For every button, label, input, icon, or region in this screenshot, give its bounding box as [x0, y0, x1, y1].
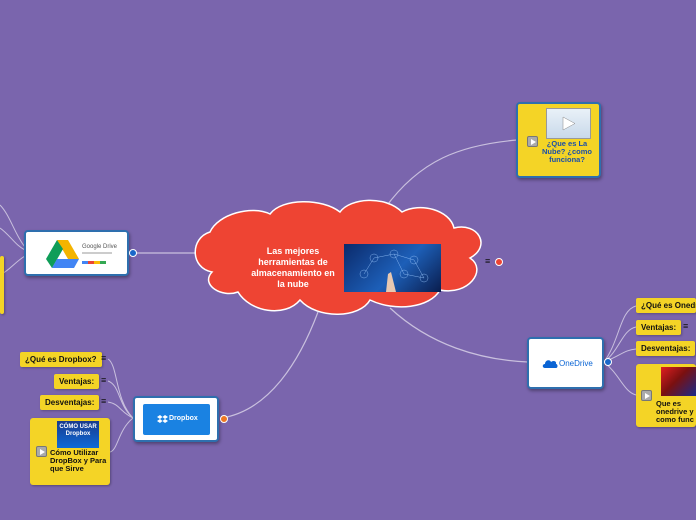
- dropbox-thumb-text: CÓMO USAR Dropbox: [59, 424, 97, 437]
- dropbox-card[interactable]: Dropbox: [133, 396, 219, 442]
- google-drive-card[interactable]: Google Drive: [24, 230, 129, 276]
- connector-db-3: [107, 401, 134, 419]
- video-title: ¿Que es La Nube? ¿como funciona?: [542, 139, 592, 164]
- dropbox-ventajas-notes-icon[interactable]: ≡: [101, 375, 107, 385]
- central-notes-icon[interactable]: ≡: [485, 256, 491, 266]
- onedrive-video-title: Que es onedrive y como func: [656, 400, 694, 424]
- google-drive-link-icon[interactable]: [129, 249, 137, 257]
- connector-db-4: [109, 417, 134, 453]
- dropbox-video-thumbnail[interactable]: CÓMO USAR Dropbox: [57, 421, 99, 448]
- google-drive-app-colors: [82, 261, 106, 264]
- connector-onedrive: [389, 307, 529, 363]
- google-drive-tagline: [82, 252, 112, 254]
- onedrive-label: OneDrive: [559, 359, 593, 368]
- dropbox-link-icon[interactable]: [220, 415, 228, 423]
- onedrive-video-thumbnail[interactable]: [661, 367, 696, 396]
- onedrive-desventajas-item[interactable]: Desventajas:: [636, 341, 696, 356]
- dropbox-desventajas-item[interactable]: Desventajas:: [40, 395, 100, 410]
- dropbox-que-es-notes-icon[interactable]: ≡: [101, 353, 107, 363]
- video-card-que-es-la-nube[interactable]: ¿Que es La Nube? ¿como funciona?: [516, 102, 601, 178]
- dropbox-video-title: Cómo Utilizar DropBox y Para que Sirve: [50, 448, 107, 473]
- connector-db-2: [107, 380, 134, 419]
- connector-top-right: [384, 139, 518, 209]
- connector-od-4: [603, 361, 637, 396]
- central-image: [344, 244, 441, 292]
- play-icon[interactable]: [641, 390, 652, 401]
- network-graphic: [359, 249, 429, 292]
- connector-od-1: [603, 305, 637, 363]
- connector-gd-branch-2: [0, 227, 26, 251]
- connector-od-2: [603, 326, 637, 363]
- dropbox-que-es-item[interactable]: ¿Qué es Dropbox?: [20, 352, 102, 367]
- google-drive-label: Google Drive: [82, 244, 118, 250]
- onedrive-card[interactable]: OneDrive: [527, 337, 604, 389]
- central-title: Las mejores herramientas de almacenamien…: [251, 246, 335, 289]
- onedrive-ventajas-notes-icon[interactable]: ≡: [683, 321, 689, 331]
- onedrive-ventajas-item[interactable]: Ventajas:: [636, 320, 682, 335]
- play-icon[interactable]: [36, 446, 47, 457]
- dropbox-desventajas-notes-icon[interactable]: ≡: [101, 396, 107, 406]
- onedrive-que-es-item[interactable]: ¿Qué es Onedri: [636, 298, 696, 313]
- google-drive-partial-item[interactable]: [0, 256, 4, 314]
- dropbox-label: Dropbox: [169, 415, 198, 422]
- google-drive-icon: [46, 240, 79, 268]
- onedrive-link-icon[interactable]: [604, 358, 612, 366]
- play-icon[interactable]: [527, 136, 538, 147]
- dropbox-icon: [157, 415, 168, 423]
- dropbox-video-card[interactable]: CÓMO USAR Dropbox Cómo Utilizar DropBox …: [30, 418, 110, 485]
- onedrive-video-card[interactable]: Que es onedrive y como func: [636, 364, 696, 427]
- connector-dropbox: [221, 311, 319, 419]
- connector-gd-branch-1: [0, 204, 26, 248]
- onedrive-cloud-icon: [542, 360, 558, 368]
- dropbox-ventajas-item[interactable]: Ventajas:: [54, 374, 100, 389]
- dropbox-logo-box: Dropbox: [143, 404, 210, 435]
- video-thumbnail[interactable]: [546, 108, 591, 139]
- central-link-icon[interactable]: [495, 258, 503, 266]
